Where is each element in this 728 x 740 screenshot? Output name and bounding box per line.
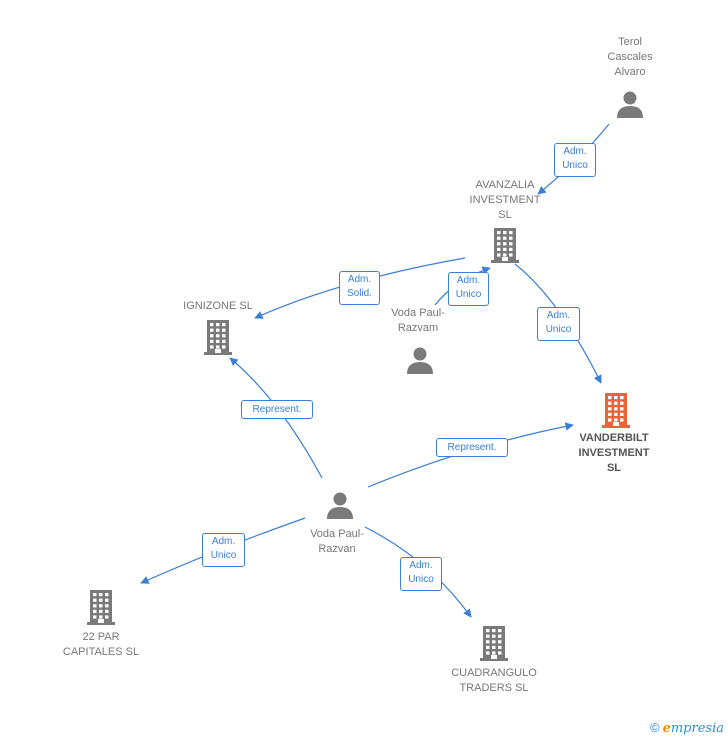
building-icon-ignizone[interactable]: [203, 319, 233, 360]
edge-label-e6[interactable]: Represent.: [436, 438, 508, 457]
person-icon-terol[interactable]: [615, 89, 645, 124]
node-label-cuadrangulo[interactable]: CUADRANGULO TRADERS SL: [451, 667, 537, 694]
node-label-ignizone[interactable]: IGNIZONE SL: [183, 300, 253, 312]
node-label-vanderbilt[interactable]: VANDERBILT INVESTMENT SL: [578, 432, 650, 474]
person-icon-voda_razvan[interactable]: [325, 490, 355, 525]
node-label-par22[interactable]: 22 PAR CAPITALES SL: [62, 631, 140, 658]
node-label-terol[interactable]: Terol Cascales Alvaro: [607, 36, 653, 78]
building-icon-par22[interactable]: [86, 589, 116, 630]
node-label-voda_razvan[interactable]: Voda Paul- Razvan: [310, 528, 364, 555]
edge-label-e4[interactable]: Adm. Unico: [537, 307, 580, 341]
brand-initial: e: [662, 721, 671, 736]
building-icon-vanderbilt[interactable]: [601, 392, 631, 433]
building-icon-cuadrangulo[interactable]: [479, 625, 509, 666]
edge-label-e5[interactable]: Represent.: [241, 400, 313, 419]
brand-name: mpresia: [670, 721, 724, 736]
edge-label-e8[interactable]: Adm. Unico: [400, 557, 442, 591]
edge-label-e2[interactable]: Adm. Solid.: [339, 271, 380, 305]
node-label-voda_razvam[interactable]: Voda Paul- Razvam: [391, 307, 445, 334]
copyright-symbol: ©: [649, 720, 660, 735]
edge-label-e3[interactable]: Adm. Unico: [448, 272, 489, 306]
edge-label-e1[interactable]: Adm. Unico: [554, 143, 596, 177]
person-icon-voda_razvam[interactable]: [405, 345, 435, 380]
node-label-avanzalia[interactable]: AVANZALIA INVESTMENT SL: [469, 179, 541, 221]
edge-label-e7[interactable]: Adm. Unico: [202, 533, 245, 567]
empresia-watermark: ©empresia: [650, 720, 724, 736]
building-icon-avanzalia[interactable]: [490, 227, 520, 268]
